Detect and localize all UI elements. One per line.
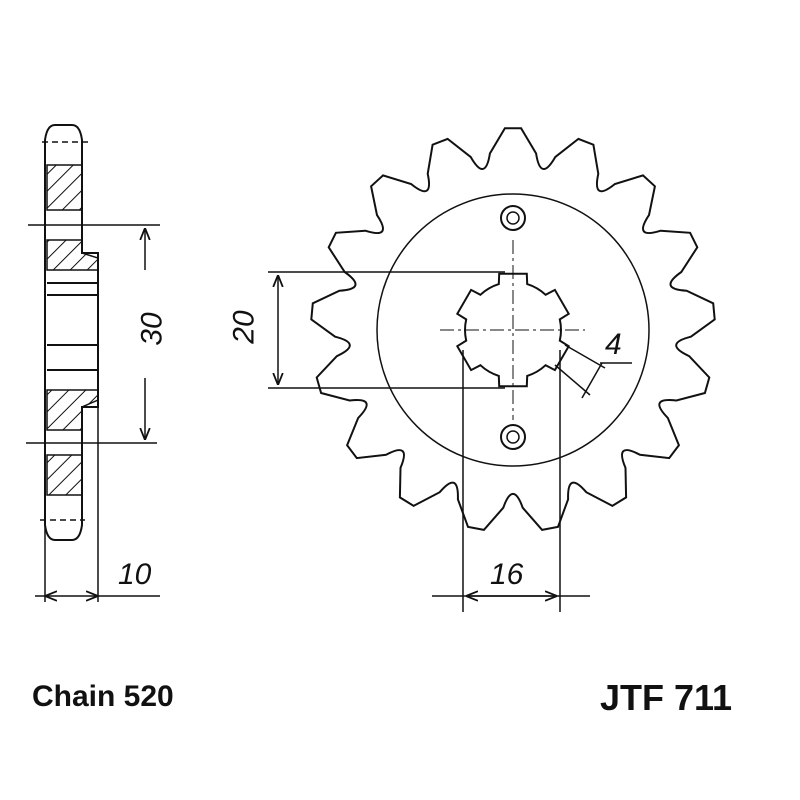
dimension-hub-diameter: 30 bbox=[135, 312, 169, 346]
splined-bore bbox=[455, 272, 571, 388]
sprocket-outline bbox=[310, 127, 716, 531]
mounting-hole bbox=[500, 424, 526, 450]
side-view bbox=[26, 124, 160, 602]
front-view bbox=[268, 127, 716, 612]
dimension-thickness: 10 bbox=[118, 558, 152, 591]
mounting-hole bbox=[500, 205, 526, 231]
bolt-circle bbox=[376, 193, 650, 467]
chain-label: Chain 520 bbox=[32, 680, 174, 713]
dimension-spline-width: 20 bbox=[227, 310, 261, 344]
part-number: JTF 711 bbox=[600, 677, 733, 718]
dimension-bore-width: 16 bbox=[490, 558, 524, 591]
dimension-spline-height: 4 bbox=[605, 328, 622, 361]
